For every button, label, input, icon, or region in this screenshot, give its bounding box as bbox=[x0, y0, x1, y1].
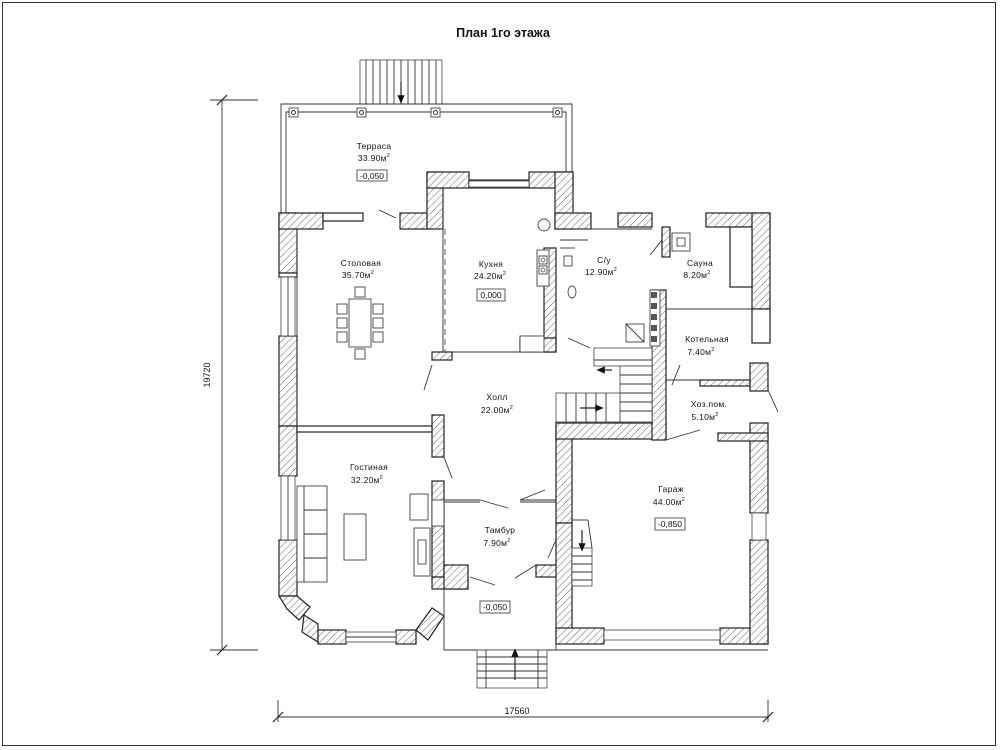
elevation-mark: -0,850 bbox=[658, 519, 682, 529]
room-name: Котельная bbox=[685, 334, 729, 344]
room-area: 8.20м2 bbox=[683, 270, 710, 280]
room-area: 5.10м2 bbox=[691, 412, 718, 422]
service-rooms bbox=[556, 228, 779, 441]
room-area: 33.90м2 bbox=[358, 153, 390, 163]
central-stairs bbox=[555, 337, 653, 423]
living-room-furniture bbox=[296, 485, 445, 583]
hall-vestibule bbox=[443, 456, 768, 689]
room-label-vestibule: Тамбур 7.90м2 bbox=[483, 525, 515, 548]
room-name: Гараж bbox=[658, 484, 684, 494]
height-dimension: 19720 bbox=[202, 362, 212, 387]
elevation-mark: 0,000 bbox=[480, 290, 502, 300]
room-label-boiler: Котельная 7.40м2 bbox=[685, 334, 729, 357]
terrace-area bbox=[280, 59, 573, 216]
room-name: Сауна bbox=[687, 258, 713, 268]
room-name: Холл bbox=[486, 392, 507, 402]
dimension-horizontal: 17560 bbox=[272, 700, 774, 723]
plan-title: План 1го этажа bbox=[456, 26, 551, 40]
elevation-mark: -0,050 bbox=[483, 602, 507, 612]
dimension-vertical: 19720 bbox=[202, 94, 258, 656]
room-name: Тамбур bbox=[485, 525, 516, 535]
room-label-utility: Хоз.пом. 5.10м2 bbox=[691, 399, 727, 422]
room-area: 32.20м2 bbox=[351, 475, 383, 485]
room-label-hall: Холл 22.00м2 bbox=[481, 392, 513, 415]
kitchen bbox=[442, 188, 551, 353]
room-label-sauna: Сауна 8.20м2 bbox=[683, 258, 713, 280]
room-label-garage: Гараж 44.00м2 -0,850 bbox=[653, 484, 686, 531]
room-area: 44.00м2 bbox=[653, 497, 685, 507]
room-label-kitchen: Кухня 24.20м2 0,000 bbox=[474, 259, 506, 302]
room-area: 22.00м2 bbox=[481, 405, 513, 415]
room-area: 24.20м2 bbox=[474, 271, 506, 281]
room-label-wc: С/у 12.90м2 bbox=[585, 255, 617, 277]
windows bbox=[280, 180, 767, 643]
room-label-porch: -0,050 bbox=[479, 600, 511, 614]
room-name: Кухня bbox=[479, 259, 503, 269]
width-dimension: 17560 bbox=[504, 706, 529, 716]
room-label-terrace: Терраса 33.90м2 -0,050 bbox=[356, 141, 392, 182]
room-label-living: Гостиная 32.20м2 bbox=[350, 462, 388, 485]
dining-room bbox=[296, 209, 446, 426]
room-name: Столовая bbox=[341, 258, 382, 268]
room-area: 12.90м2 bbox=[585, 267, 617, 277]
room-area: 35.70м2 bbox=[342, 270, 374, 280]
room-label-dining: Столовая 35.70м2 bbox=[341, 258, 382, 280]
room-name: Гостиная bbox=[350, 462, 388, 472]
room-name: Хоз.пом. bbox=[691, 399, 727, 409]
room-area: 7.90м2 bbox=[483, 538, 510, 548]
room-name: С/у bbox=[597, 255, 611, 265]
elevation-mark: -0,050 bbox=[360, 171, 384, 181]
room-area: 7.40м2 bbox=[687, 347, 714, 357]
room-name: Терраса bbox=[357, 141, 392, 151]
